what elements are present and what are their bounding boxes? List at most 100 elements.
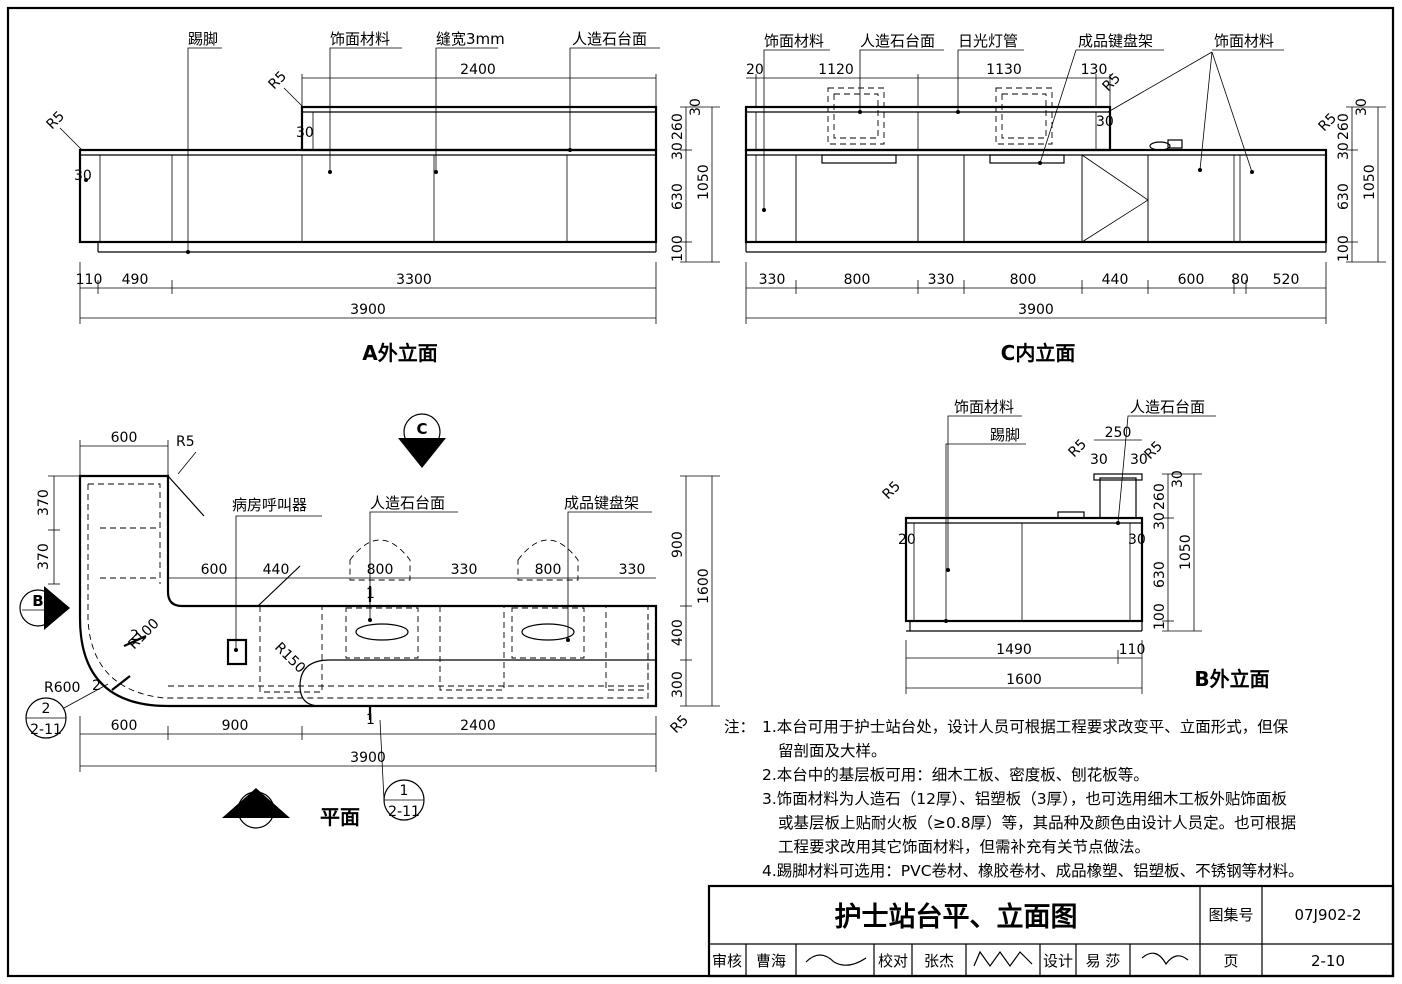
- plan-dim-330b: 330: [619, 562, 646, 578]
- note-line: 4.踢脚材料可选用：PVC卷材、橡胶卷材、成品橡塑、铝塑板、不锈钢等材料。: [762, 862, 1304, 880]
- detail2-page: 2-11: [30, 722, 62, 738]
- plan-sec2b: 2: [92, 678, 101, 694]
- checker-signature: [973, 950, 1033, 968]
- c-dim-20: 20: [746, 62, 764, 78]
- c-dim-h30: 30: [1354, 98, 1370, 116]
- a-label-finish: 饰面材料: [330, 30, 390, 48]
- page-label: 页: [1223, 952, 1238, 970]
- plan-dim-800a: 800: [367, 562, 394, 578]
- c-label-stone: 人造石台面: [860, 32, 935, 50]
- b-elevation: 饰面材料 踢脚 人造石台面 250 30 30 R5 R5 R5 20 30 3…: [880, 398, 1270, 694]
- b-dim-h30b: 30: [1152, 512, 1168, 530]
- atlas-number: 07J902-2: [1294, 906, 1361, 924]
- plan-dim-600: 600: [201, 562, 228, 578]
- a-dim-h30: 30: [688, 98, 704, 116]
- plan-dim-600top: 600: [111, 430, 138, 446]
- c-dim-520: 520: [1273, 272, 1300, 288]
- plan-marker-b: B: [32, 592, 43, 610]
- b-dim-110: 110: [1119, 642, 1146, 658]
- c-dim-80: 80: [1231, 272, 1249, 288]
- a-dim-3300: 3300: [396, 272, 432, 288]
- plan-label-keyboard: 成品键盘架: [564, 494, 639, 512]
- plan-dim-600b: 600: [111, 718, 138, 734]
- plan-label-r600: R600: [44, 680, 80, 696]
- plan-label-call: 病房呼叫器: [232, 496, 307, 514]
- b-label-kick: 踢脚: [990, 426, 1020, 444]
- plan-sec1: 1: [366, 586, 375, 602]
- plan-dim-1600: 1600: [696, 568, 712, 604]
- plan-label-r150: R150: [271, 640, 308, 677]
- a-dim-3900: 3900: [350, 302, 386, 318]
- c-label-finish2: 饰面材料: [1214, 32, 1274, 50]
- plan-dim-440: 440: [263, 562, 290, 578]
- b-label-r5c: R5: [880, 478, 904, 502]
- plan-dim-400: 400: [670, 619, 686, 646]
- c-dim-h630: 630: [1336, 183, 1352, 210]
- notes: 注： 1.本台可用于护士站台处，设计人员可根据工程要求改变平、立面形式，但保 留…: [724, 718, 1304, 880]
- a-dim-h630: 630: [670, 183, 686, 210]
- a-elevation: 踢脚 饰面材料 缝宽3mm 人造石台面 R5 R5 2400 30 30 30 …: [44, 30, 720, 365]
- a-dim-h1050: 1050: [696, 164, 712, 200]
- a-label-stone: 人造石台面: [572, 30, 647, 48]
- plan-label-r5: R5: [176, 434, 195, 450]
- c-dim-30: 30: [1096, 114, 1114, 130]
- a-dim-490: 490: [122, 272, 149, 288]
- plan-dim-300: 300: [670, 671, 686, 698]
- c-dim-h260: 260: [1336, 113, 1352, 140]
- plan-sec2: 2: [130, 628, 139, 644]
- c-dim-330b: 330: [928, 272, 955, 288]
- plan-dim-3900: 3900: [350, 750, 386, 766]
- b-label-finish: 饰面材料: [954, 398, 1014, 416]
- sheet-border: [6, 6, 1395, 978]
- c-dim-h100: 100: [1336, 235, 1352, 262]
- a-dim-30b: 30: [296, 125, 314, 141]
- b-dim-30a: 30: [1090, 452, 1108, 468]
- plan-label-stone: 人造石台面: [370, 494, 445, 512]
- b-dim-h100: 100: [1152, 603, 1168, 630]
- plan-marker-c: C: [416, 420, 427, 438]
- plan-dim-800b: 800: [535, 562, 562, 578]
- plan-sec1b: 1: [366, 712, 375, 728]
- b-dim-h260: 260: [1152, 483, 1168, 510]
- b-dim-h630: 630: [1152, 561, 1168, 588]
- b-dim-h30: 30: [1170, 470, 1186, 488]
- c-dim-3900: 3900: [1018, 302, 1054, 318]
- plan-dim-900: 900: [222, 718, 249, 734]
- b-dim-h1050: 1050: [1178, 534, 1194, 570]
- b-elevation-title: B外立面: [1194, 667, 1269, 691]
- b-label-r5a: R5: [1066, 436, 1090, 460]
- a-dim-h260: 260: [670, 113, 686, 140]
- plan-dim-330a: 330: [451, 562, 478, 578]
- detail2-no: 2: [42, 701, 51, 717]
- b-dim-30c: 30: [1128, 532, 1146, 548]
- title-block: 护士站台平、立面图 图集号 07J902-2 审核 曹海 校对 张杰 设计 易 …: [707, 884, 1395, 978]
- a-label-kick: 踢脚: [188, 30, 218, 48]
- a-dim-30a: 30: [74, 168, 92, 184]
- c-label-keyboard: 成品键盘架: [1078, 32, 1153, 50]
- a-elevation-title: A外立面: [362, 341, 437, 365]
- atlas-label: 图集号: [1208, 906, 1253, 924]
- c-dim-330a: 330: [759, 272, 786, 288]
- c-dim-800b: 800: [1010, 272, 1037, 288]
- b-dim-1600: 1600: [1006, 672, 1042, 688]
- b-dim-1490: 1490: [996, 642, 1032, 658]
- detail1-page: 2-11: [388, 804, 420, 820]
- c-dim-h30b: 30: [1336, 142, 1352, 160]
- c-dim-800a: 800: [844, 272, 871, 288]
- review-label: 审核: [712, 952, 742, 970]
- c-dim-1120: 1120: [818, 62, 854, 78]
- b-label-stone: 人造石台面: [1130, 398, 1205, 416]
- note-line: 1.本台可用于护士站台处，设计人员可根据工程要求改变平、立面形式，但保: [762, 718, 1289, 736]
- checker-name: 张杰: [924, 952, 954, 970]
- a-dim-2400: 2400: [460, 62, 496, 78]
- plan-dim-370b: 370: [36, 543, 52, 570]
- check-label: 校对: [878, 952, 908, 970]
- a-label-r5b: R5: [266, 68, 290, 92]
- designer-name: 易 莎: [1086, 952, 1121, 970]
- plan-marker-a: A: [250, 798, 262, 816]
- page-number: 2-10: [1311, 952, 1345, 970]
- plan-dim-370a: 370: [36, 489, 52, 516]
- a-label-gap: 缝宽3mm: [436, 30, 505, 48]
- c-label-finish1: 饰面材料: [764, 32, 824, 50]
